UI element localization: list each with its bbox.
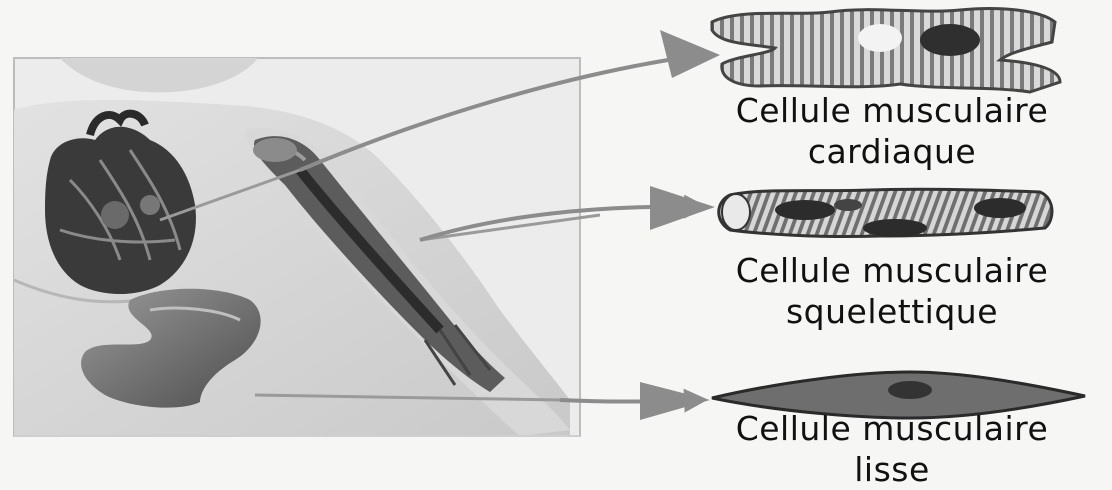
cardiac-muscle-cell xyxy=(712,9,1060,93)
cardiac-label-line2: cardiaque xyxy=(692,131,1092,172)
arrowheads xyxy=(640,30,720,420)
skeletal-label-line2: squelettique xyxy=(692,291,1092,332)
smooth-label-line1: Cellule musculaire xyxy=(692,408,1092,449)
cardiac-cell-label: Cellule musculaire cardiaque xyxy=(692,90,1092,172)
cardiac-label-line1: Cellule musculaire xyxy=(692,90,1092,131)
skeletal-cell-label: Cellule musculaire squelettique xyxy=(692,250,1092,332)
smooth-cell-label: Cellule musculaire lisse xyxy=(692,408,1092,490)
smooth-label-line2: lisse xyxy=(692,449,1092,490)
skeletal-label-line1: Cellule musculaire xyxy=(692,250,1092,291)
skeletal-muscle-cell xyxy=(719,189,1052,237)
